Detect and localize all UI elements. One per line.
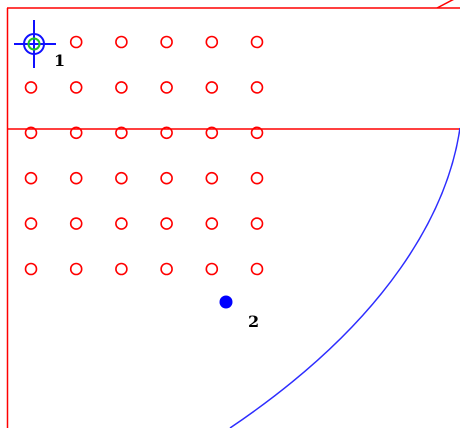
- well-circle[interactable]: [115, 262, 128, 276]
- well-circle[interactable]: [160, 262, 173, 276]
- well-circle[interactable]: [69, 126, 83, 140]
- well-circle[interactable]: [205, 262, 219, 276]
- well-circle[interactable]: [69, 262, 83, 276]
- well-circle[interactable]: [250, 35, 264, 49]
- well-circle[interactable]: [24, 262, 38, 276]
- filled-dot-icon: [219, 295, 233, 309]
- well-circle[interactable]: [205, 35, 219, 49]
- well-circle[interactable]: [205, 171, 219, 185]
- well-circle[interactable]: [115, 35, 128, 49]
- well-circle[interactable]: [69, 35, 83, 49]
- marker-1-label: 1: [54, 51, 65, 70]
- well-circle[interactable]: [160, 81, 173, 94]
- well-circle[interactable]: [69, 217, 83, 230]
- well-circle[interactable]: [160, 171, 173, 185]
- well-circle[interactable]: [24, 171, 38, 185]
- well-circle[interactable]: [69, 81, 83, 94]
- well-circle[interactable]: [24, 126, 38, 140]
- well-circle[interactable]: [205, 217, 219, 230]
- well-circle[interactable]: [115, 217, 128, 230]
- well-circle[interactable]: [24, 81, 38, 94]
- crosshair-target-icon: [14, 20, 56, 68]
- boundary-corner-diagonal: [436, 0, 454, 9]
- well-grid: [24, 35, 264, 276]
- well-circle[interactable]: [250, 171, 264, 185]
- well-circle[interactable]: [250, 217, 264, 230]
- well-circle[interactable]: [160, 217, 173, 230]
- well-circle[interactable]: [160, 126, 173, 140]
- well-circle[interactable]: [250, 262, 264, 276]
- well-circle[interactable]: [115, 126, 128, 140]
- well-circle[interactable]: [205, 126, 219, 140]
- boundary-arc: [229, 127, 460, 428]
- marker-2-label: 2: [248, 312, 259, 331]
- well-circle[interactable]: [250, 81, 264, 94]
- well-circle[interactable]: [205, 81, 219, 94]
- well-circle[interactable]: [24, 217, 38, 230]
- marker-1[interactable]: 1: [14, 20, 65, 70]
- well-circle[interactable]: [115, 171, 128, 185]
- well-circle[interactable]: [160, 35, 173, 49]
- plate-boundary: [6, 0, 460, 428]
- well-circle[interactable]: [69, 171, 83, 185]
- well-circle[interactable]: [115, 81, 128, 94]
- well-circle[interactable]: [250, 126, 264, 140]
- marker-2[interactable]: 2: [219, 295, 260, 332]
